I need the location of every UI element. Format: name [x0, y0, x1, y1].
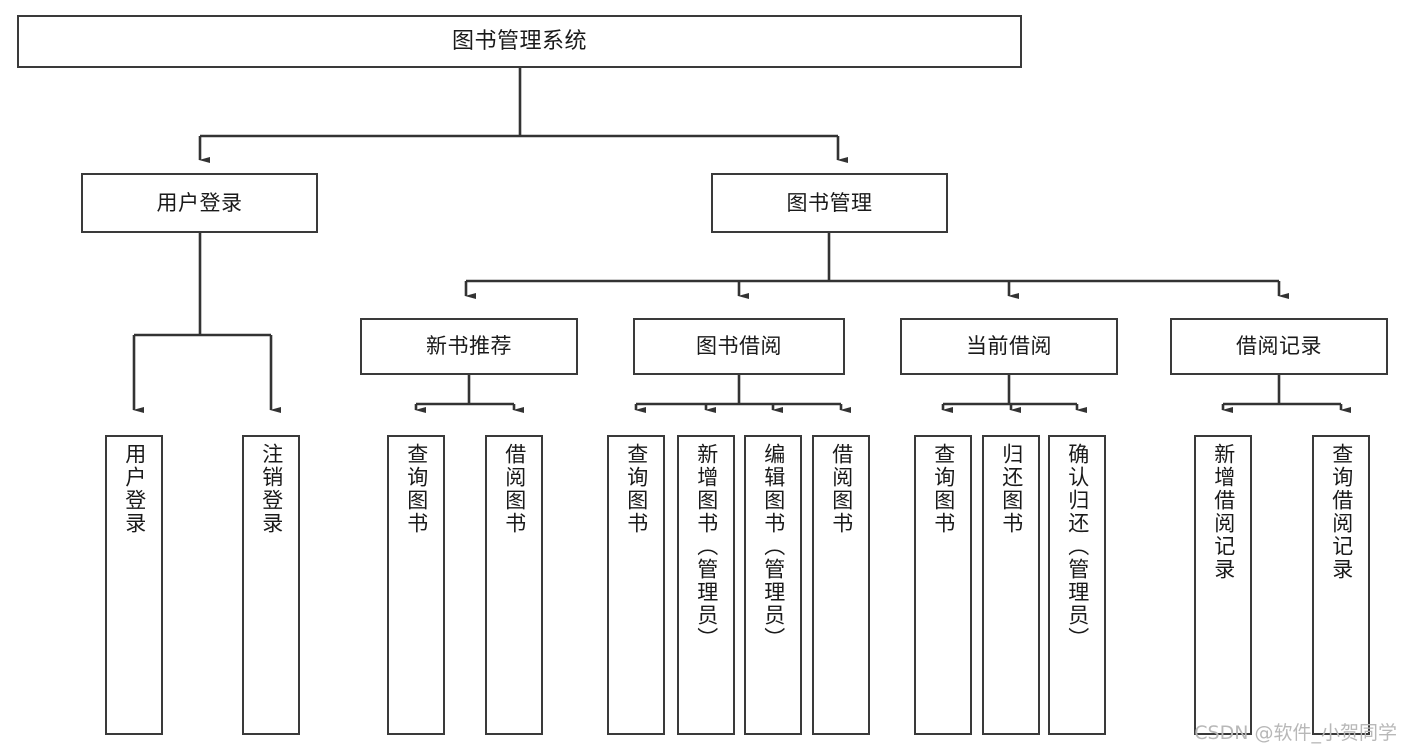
leaf-borrow-add-book-admin[interactable]: 新增图书（管理员）: [677, 435, 735, 735]
node-label: 借阅记录: [1236, 334, 1322, 359]
node-label: 图书管理系统: [451, 28, 587, 54]
leaf-current-confirm-return-admin[interactable]: 确认归还（管理员）: [1048, 435, 1106, 735]
leaf-borrow-borrow-book[interactable]: 借阅图书: [812, 435, 870, 735]
node-label: 查询图书: [404, 443, 429, 535]
leaf-current-return-book[interactable]: 归还图书: [982, 435, 1040, 735]
node-label: 查询借阅记录: [1329, 443, 1354, 581]
leaf-borrow-query-book[interactable]: 查询图书: [607, 435, 665, 735]
leaf-recommend-borrow-book[interactable]: 借阅图书: [485, 435, 543, 735]
node-label: 借阅图书: [502, 443, 527, 535]
node-label: 新增借阅记录: [1211, 443, 1236, 581]
node-label: 当前借阅: [966, 334, 1052, 359]
node-label: 新书推荐: [426, 334, 512, 359]
leaf-current-query-book[interactable]: 查询图书: [914, 435, 972, 735]
node-label: 用户登录: [122, 443, 147, 535]
node-book-management[interactable]: 图书管理: [711, 173, 948, 233]
leaf-user-login[interactable]: 用户登录: [105, 435, 163, 735]
node-label: 图书管理: [786, 190, 873, 215]
node-label: 借阅图书: [829, 443, 854, 535]
node-label: 查询图书: [624, 443, 649, 535]
node-new-book-recommend[interactable]: 新书推荐: [360, 318, 578, 375]
node-label: 确认归还（管理员）: [1065, 443, 1090, 650]
leaf-user-logout[interactable]: 注销登录: [242, 435, 300, 735]
leaf-borrow-edit-book-admin[interactable]: 编辑图书（管理员）: [744, 435, 802, 735]
node-root-system[interactable]: 图书管理系统: [17, 15, 1022, 68]
node-label: 图书借阅: [696, 334, 782, 359]
leaf-records-add-record[interactable]: 新增借阅记录: [1194, 435, 1252, 735]
node-label: 用户登录: [156, 190, 243, 215]
leaf-recommend-query-book[interactable]: 查询图书: [387, 435, 445, 735]
leaf-records-query-record[interactable]: 查询借阅记录: [1312, 435, 1370, 735]
node-label: 新增图书（管理员）: [694, 443, 719, 650]
node-borrow-records[interactable]: 借阅记录: [1170, 318, 1388, 375]
node-label: 归还图书: [999, 443, 1024, 535]
node-label: 查询图书: [931, 443, 956, 535]
node-book-borrow[interactable]: 图书借阅: [633, 318, 845, 375]
node-current-borrow[interactable]: 当前借阅: [900, 318, 1118, 375]
node-label: 注销登录: [259, 443, 284, 535]
node-label: 编辑图书（管理员）: [761, 443, 786, 650]
node-user-login[interactable]: 用户登录: [81, 173, 318, 233]
